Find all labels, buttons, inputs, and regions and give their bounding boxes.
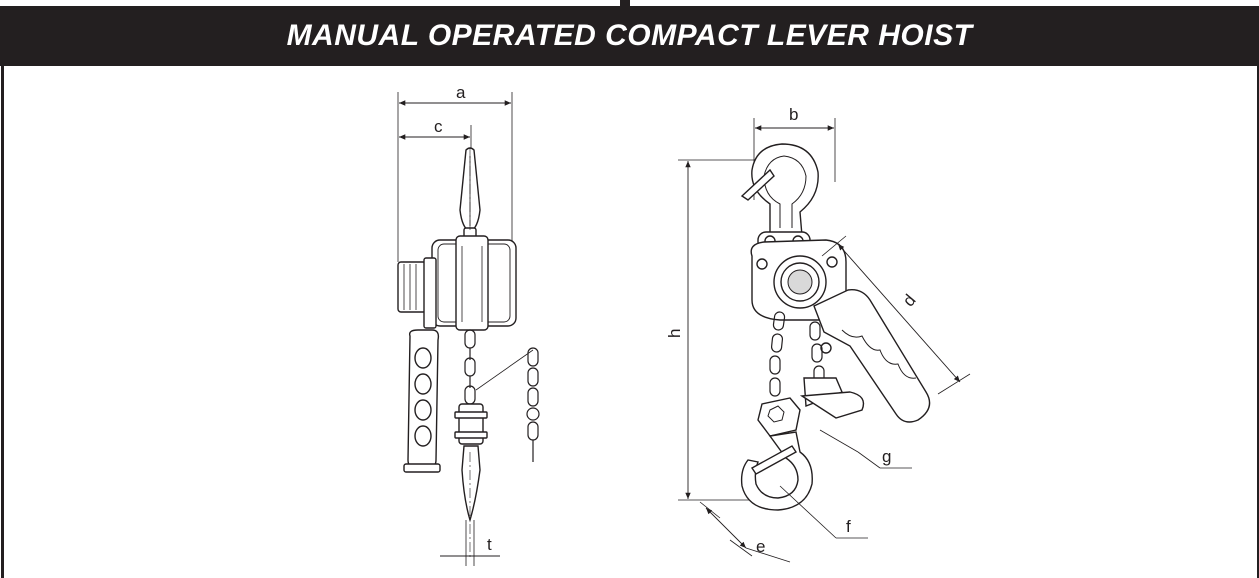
side-view — [678, 118, 971, 563]
label-e: e — [756, 537, 765, 556]
side-hook-latch — [740, 168, 775, 201]
front-chain-detail — [526, 347, 540, 462]
front-knob — [397, 261, 427, 313]
label-g: g — [882, 447, 891, 466]
front-view — [397, 92, 540, 566]
label-b: b — [789, 105, 798, 124]
front-bottom-hook — [461, 445, 481, 523]
front-load-chain — [464, 329, 476, 405]
title-banner: MANUAL OPERATED COMPACT LEVER HOIST — [0, 6, 1259, 66]
drawing-frame — [1, 66, 1259, 578]
label-d: d — [899, 291, 920, 310]
label-t: t — [487, 535, 492, 554]
dimension-e-line — [705, 507, 747, 549]
header-tab — [620, 0, 630, 8]
side-bottom-latch — [750, 445, 798, 475]
page-title: MANUAL OPERATED COMPACT LEVER HOIST — [286, 19, 973, 52]
label-a: a — [456, 83, 466, 102]
label-f: f — [846, 517, 851, 536]
side-knob-center — [787, 269, 813, 295]
side-top-hook — [751, 143, 819, 237]
side-load-chain — [769, 311, 825, 397]
dimension-d-line — [837, 243, 961, 383]
side-bottom-hook — [740, 431, 813, 511]
label-h: h — [665, 329, 684, 338]
label-c: c — [434, 117, 443, 136]
